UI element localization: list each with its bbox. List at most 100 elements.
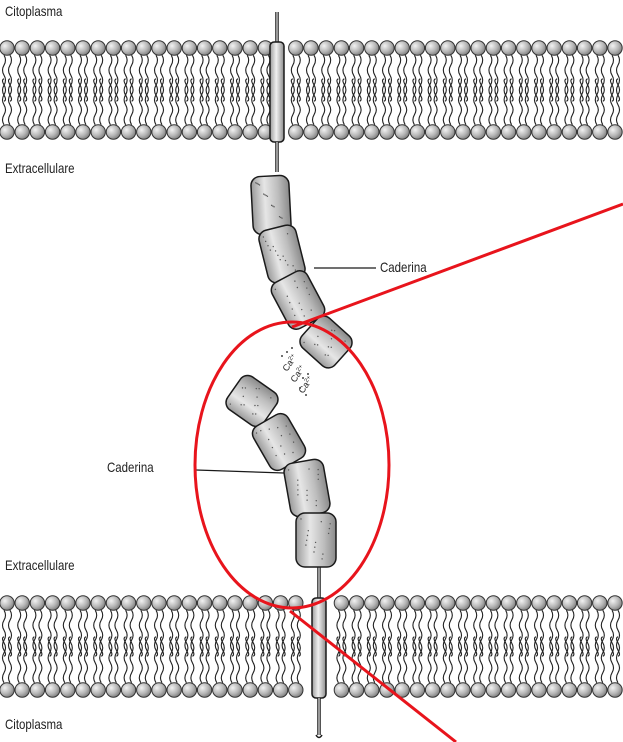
lipid-head: [425, 596, 439, 610]
lipid-head: [273, 683, 287, 697]
lipid-head: [61, 125, 75, 139]
lipid-head: [30, 125, 44, 139]
lipid-head: [15, 125, 29, 139]
lipid-head: [577, 41, 591, 55]
lipid-head: [517, 596, 531, 610]
lipid-head: [152, 683, 166, 697]
lipid-head: [349, 683, 363, 697]
lipid-head: [593, 596, 607, 610]
lipid-head: [289, 125, 303, 139]
lipid-head: [45, 41, 59, 55]
lipid-head: [365, 125, 379, 139]
lipid-head: [486, 596, 500, 610]
lipid-head: [532, 125, 546, 139]
lipid-head: [121, 41, 135, 55]
lipid-head: [410, 596, 424, 610]
lipid-head: [91, 125, 105, 139]
lipid-head: [289, 683, 303, 697]
lipid-head: [258, 683, 272, 697]
lipid-head: [441, 41, 455, 55]
lipid-head: [547, 683, 561, 697]
lipid-head: [471, 683, 485, 697]
lipid-head: [456, 125, 470, 139]
lipid-head: [228, 683, 242, 697]
top-membrane-bilayer: [0, 41, 622, 139]
lipid-head: [228, 125, 242, 139]
lipid-head: [517, 125, 531, 139]
lipid-head: [349, 41, 363, 55]
lipid-head: [61, 41, 75, 55]
lipid-head: [91, 596, 105, 610]
lower-cadherin-leader: [196, 470, 284, 473]
lipid-head: [319, 41, 333, 55]
bottom-extracellular-label: Extracellulare: [5, 557, 75, 573]
lipid-head: [243, 683, 257, 697]
lipid-head: [334, 125, 348, 139]
lipid-head: [91, 683, 105, 697]
lipid-head: [30, 596, 44, 610]
lipid-head: [365, 41, 379, 55]
lipid-head: [137, 41, 151, 55]
lipid-head: [441, 683, 455, 697]
lipid-head: [334, 683, 348, 697]
lipid-head: [319, 125, 333, 139]
top-cadherin-anchor: [270, 12, 284, 172]
lipid-head: [380, 596, 394, 610]
lipid-head: [547, 125, 561, 139]
lipid-head: [45, 683, 59, 697]
lipid-head: [456, 41, 470, 55]
lipid-head: [517, 41, 531, 55]
lipid-head: [593, 41, 607, 55]
lipid-head: [395, 41, 409, 55]
lipid-head: [197, 683, 211, 697]
lipid-head: [441, 596, 455, 610]
lipid-head: [106, 683, 120, 697]
lipid-head: [334, 41, 348, 55]
lipid-head: [197, 596, 211, 610]
bottom-cadherin-anchor: [312, 566, 326, 738]
lower-cadherin-domain-4: [296, 513, 336, 567]
lipid-head: [577, 596, 591, 610]
lipid-head: [167, 41, 181, 55]
lipid-head: [456, 596, 470, 610]
lipid-head: [137, 596, 151, 610]
lipid-head: [167, 683, 181, 697]
lipid-head: [76, 41, 90, 55]
lipid-head: [106, 41, 120, 55]
lipid-head: [547, 596, 561, 610]
highlight-line-upper: [292, 204, 623, 327]
lipid-head: [106, 125, 120, 139]
lipid-head: [547, 41, 561, 55]
lipid-head: [243, 41, 257, 55]
lipid-head: [91, 41, 105, 55]
lipid-head: [30, 683, 44, 697]
lipid-head: [425, 683, 439, 697]
lipid-head: [15, 596, 29, 610]
lipid-head: [304, 41, 318, 55]
upper-cadherin-label: Caderina: [380, 259, 427, 275]
lipid-head: [213, 683, 227, 697]
lipid-head: [441, 125, 455, 139]
lipid-head: [0, 125, 14, 139]
lipid-head: [471, 596, 485, 610]
lipid-head: [395, 596, 409, 610]
lipid-head: [182, 683, 196, 697]
lipid-head: [349, 596, 363, 610]
lipid-head: [562, 125, 576, 139]
lipid-head: [471, 125, 485, 139]
highlight-annotation: [195, 204, 623, 742]
lipid-head: [380, 125, 394, 139]
lipid-head: [61, 596, 75, 610]
lipid-head: [380, 41, 394, 55]
lipid-head: [562, 683, 576, 697]
lipid-head: [0, 41, 14, 55]
lipid-head: [577, 683, 591, 697]
lipid-head: [152, 596, 166, 610]
lipid-head: [121, 125, 135, 139]
lipid-head: [228, 596, 242, 610]
lipid-head: [182, 125, 196, 139]
lipid-head: [365, 596, 379, 610]
lipid-head: [532, 683, 546, 697]
